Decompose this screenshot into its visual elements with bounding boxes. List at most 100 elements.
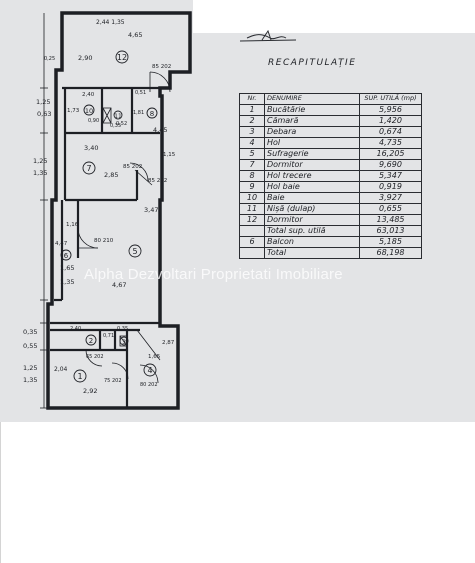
signature — [239, 29, 297, 42]
blank-area — [0, 422, 475, 563]
dim-left-4: 1,35 — [33, 169, 47, 177]
cell-nr: 11 — [239, 203, 265, 215]
dim-door-c: 85 202 — [148, 178, 167, 184]
dim-door-80-210: 80 210 — [94, 238, 114, 244]
dim-r11-h: 1,81 — [133, 110, 144, 116]
dim-left-5: 0,35 — [23, 328, 37, 336]
room-number-7: 7 — [86, 164, 91, 173]
dim-door-a: 85 202 — [152, 64, 171, 70]
cell-name: Cămară — [264, 115, 360, 127]
dim-r5-h: 4,67 — [112, 281, 126, 289]
dim-r10-d: 0,35 — [110, 123, 121, 129]
dim-r5-116: 1,16 — [66, 222, 79, 228]
cell-name: Balcon — [264, 236, 360, 248]
recap-title: RECAPITULAȚIE — [268, 58, 357, 68]
room-number-3: 3 — [122, 339, 126, 346]
dim-r4-287: 2,87 — [162, 340, 175, 346]
cell-name: Dormitor — [264, 214, 360, 226]
dim-r1-204: 2,04 — [54, 366, 68, 373]
cell-area: 5,185 — [359, 236, 422, 248]
dim-left-8: 1,35 — [23, 376, 37, 384]
dim-r4-165: 1,65 — [148, 354, 161, 360]
dim-left-2: 0,63 — [37, 110, 51, 118]
cell-nr: 4 — [239, 137, 265, 149]
cell-nr — [239, 247, 265, 259]
cell-nr: 1 — [239, 104, 265, 116]
dim-r6-165: 1,65 — [60, 264, 74, 272]
dim-r1-w: 2,92 — [83, 387, 97, 395]
cell-name: Debara — [264, 126, 360, 138]
cell-nr: 5 — [239, 148, 265, 160]
dim-r11-b: 0,52 — [116, 121, 127, 127]
cell-name: Hol trecere — [264, 170, 360, 182]
cell-name: Nișă (dulap) — [264, 203, 360, 215]
room-number-4: 4 — [147, 366, 152, 375]
left-edge-line — [0, 422, 1, 563]
cell-area: 13,485 — [359, 214, 422, 226]
dim-mid-445: 4,45 — [153, 126, 167, 134]
dim-top-width: 4,65 — [128, 31, 142, 39]
cell-name: Total — [264, 247, 360, 259]
dim-left-3: 1,25 — [33, 157, 47, 165]
dim-r3-w: 0,35 — [117, 326, 128, 332]
room-number-5: 5 — [132, 247, 137, 256]
dim-top-height: 2,44 1,35 — [96, 19, 125, 26]
dim-r6-447: 4,47 — [55, 241, 68, 247]
dim-left-7: 1,25 — [23, 364, 37, 372]
cell-name: Sufragerie — [264, 148, 360, 160]
dim-r10-w: 2,40 — [82, 92, 95, 98]
dim-r5-w: 3,47 — [144, 206, 158, 214]
cell-name: Dormitor — [264, 159, 360, 171]
dim-r10-sub: 0,90 — [88, 118, 99, 124]
room-number-12: 12 — [117, 53, 127, 62]
door-swings — [77, 71, 171, 384]
blank-paper-strip — [193, 0, 475, 33]
dim-door-80-202: 80 202 — [140, 382, 158, 388]
cell-nr: 3 — [239, 126, 265, 138]
cell-area: 68,198 — [359, 247, 422, 259]
cell-area: 1,420 — [359, 115, 422, 127]
cell-area: 3,927 — [359, 192, 422, 204]
cell-name: Total sup. utilă — [264, 225, 360, 237]
room-number-10: 10 — [85, 107, 93, 115]
cell-area: 5,347 — [359, 170, 422, 182]
dim-mid-115: 1,15 — [163, 152, 176, 158]
cell-nr: 6 — [239, 236, 265, 248]
cell-area: 63,013 — [359, 225, 422, 237]
dim-left-6: 0,55 — [23, 342, 37, 350]
cell-nr: 2 — [239, 115, 265, 127]
cell-name: Hol — [264, 137, 360, 149]
cell-nr: 7 — [239, 159, 265, 171]
cell-nr: 8 — [239, 170, 265, 182]
header-name: DENUMIRE — [264, 93, 360, 105]
room-number-11: 11 — [114, 113, 122, 120]
dimension-lines — [40, 13, 48, 409]
header-nr: Nr. — [239, 93, 265, 105]
cell-area: 4,735 — [359, 137, 422, 149]
outer-walls — [46, 11, 192, 410]
floor-plan-scan: 12 10 11 8 7 5 6 2 3 1 4 2,44 1,35 4,65 … — [0, 0, 475, 422]
dim-door-b: 85 202 — [123, 164, 142, 170]
dim-door-65-202: 65 202 — [86, 354, 104, 360]
cell-nr — [239, 225, 265, 237]
dim-left-1: 1,25 — [36, 98, 50, 106]
dim-r2-w: 2,40 — [70, 326, 81, 332]
dim-r10-h: 1,73 — [67, 108, 80, 114]
dim-r11-w: 0,51 — [135, 90, 146, 96]
cell-area: 16,205 — [359, 148, 422, 160]
dim-room12-width: 2,90 — [78, 54, 92, 62]
dim-door-75-202: 75 202 — [104, 378, 122, 384]
inner-walls — [50, 86, 160, 408]
